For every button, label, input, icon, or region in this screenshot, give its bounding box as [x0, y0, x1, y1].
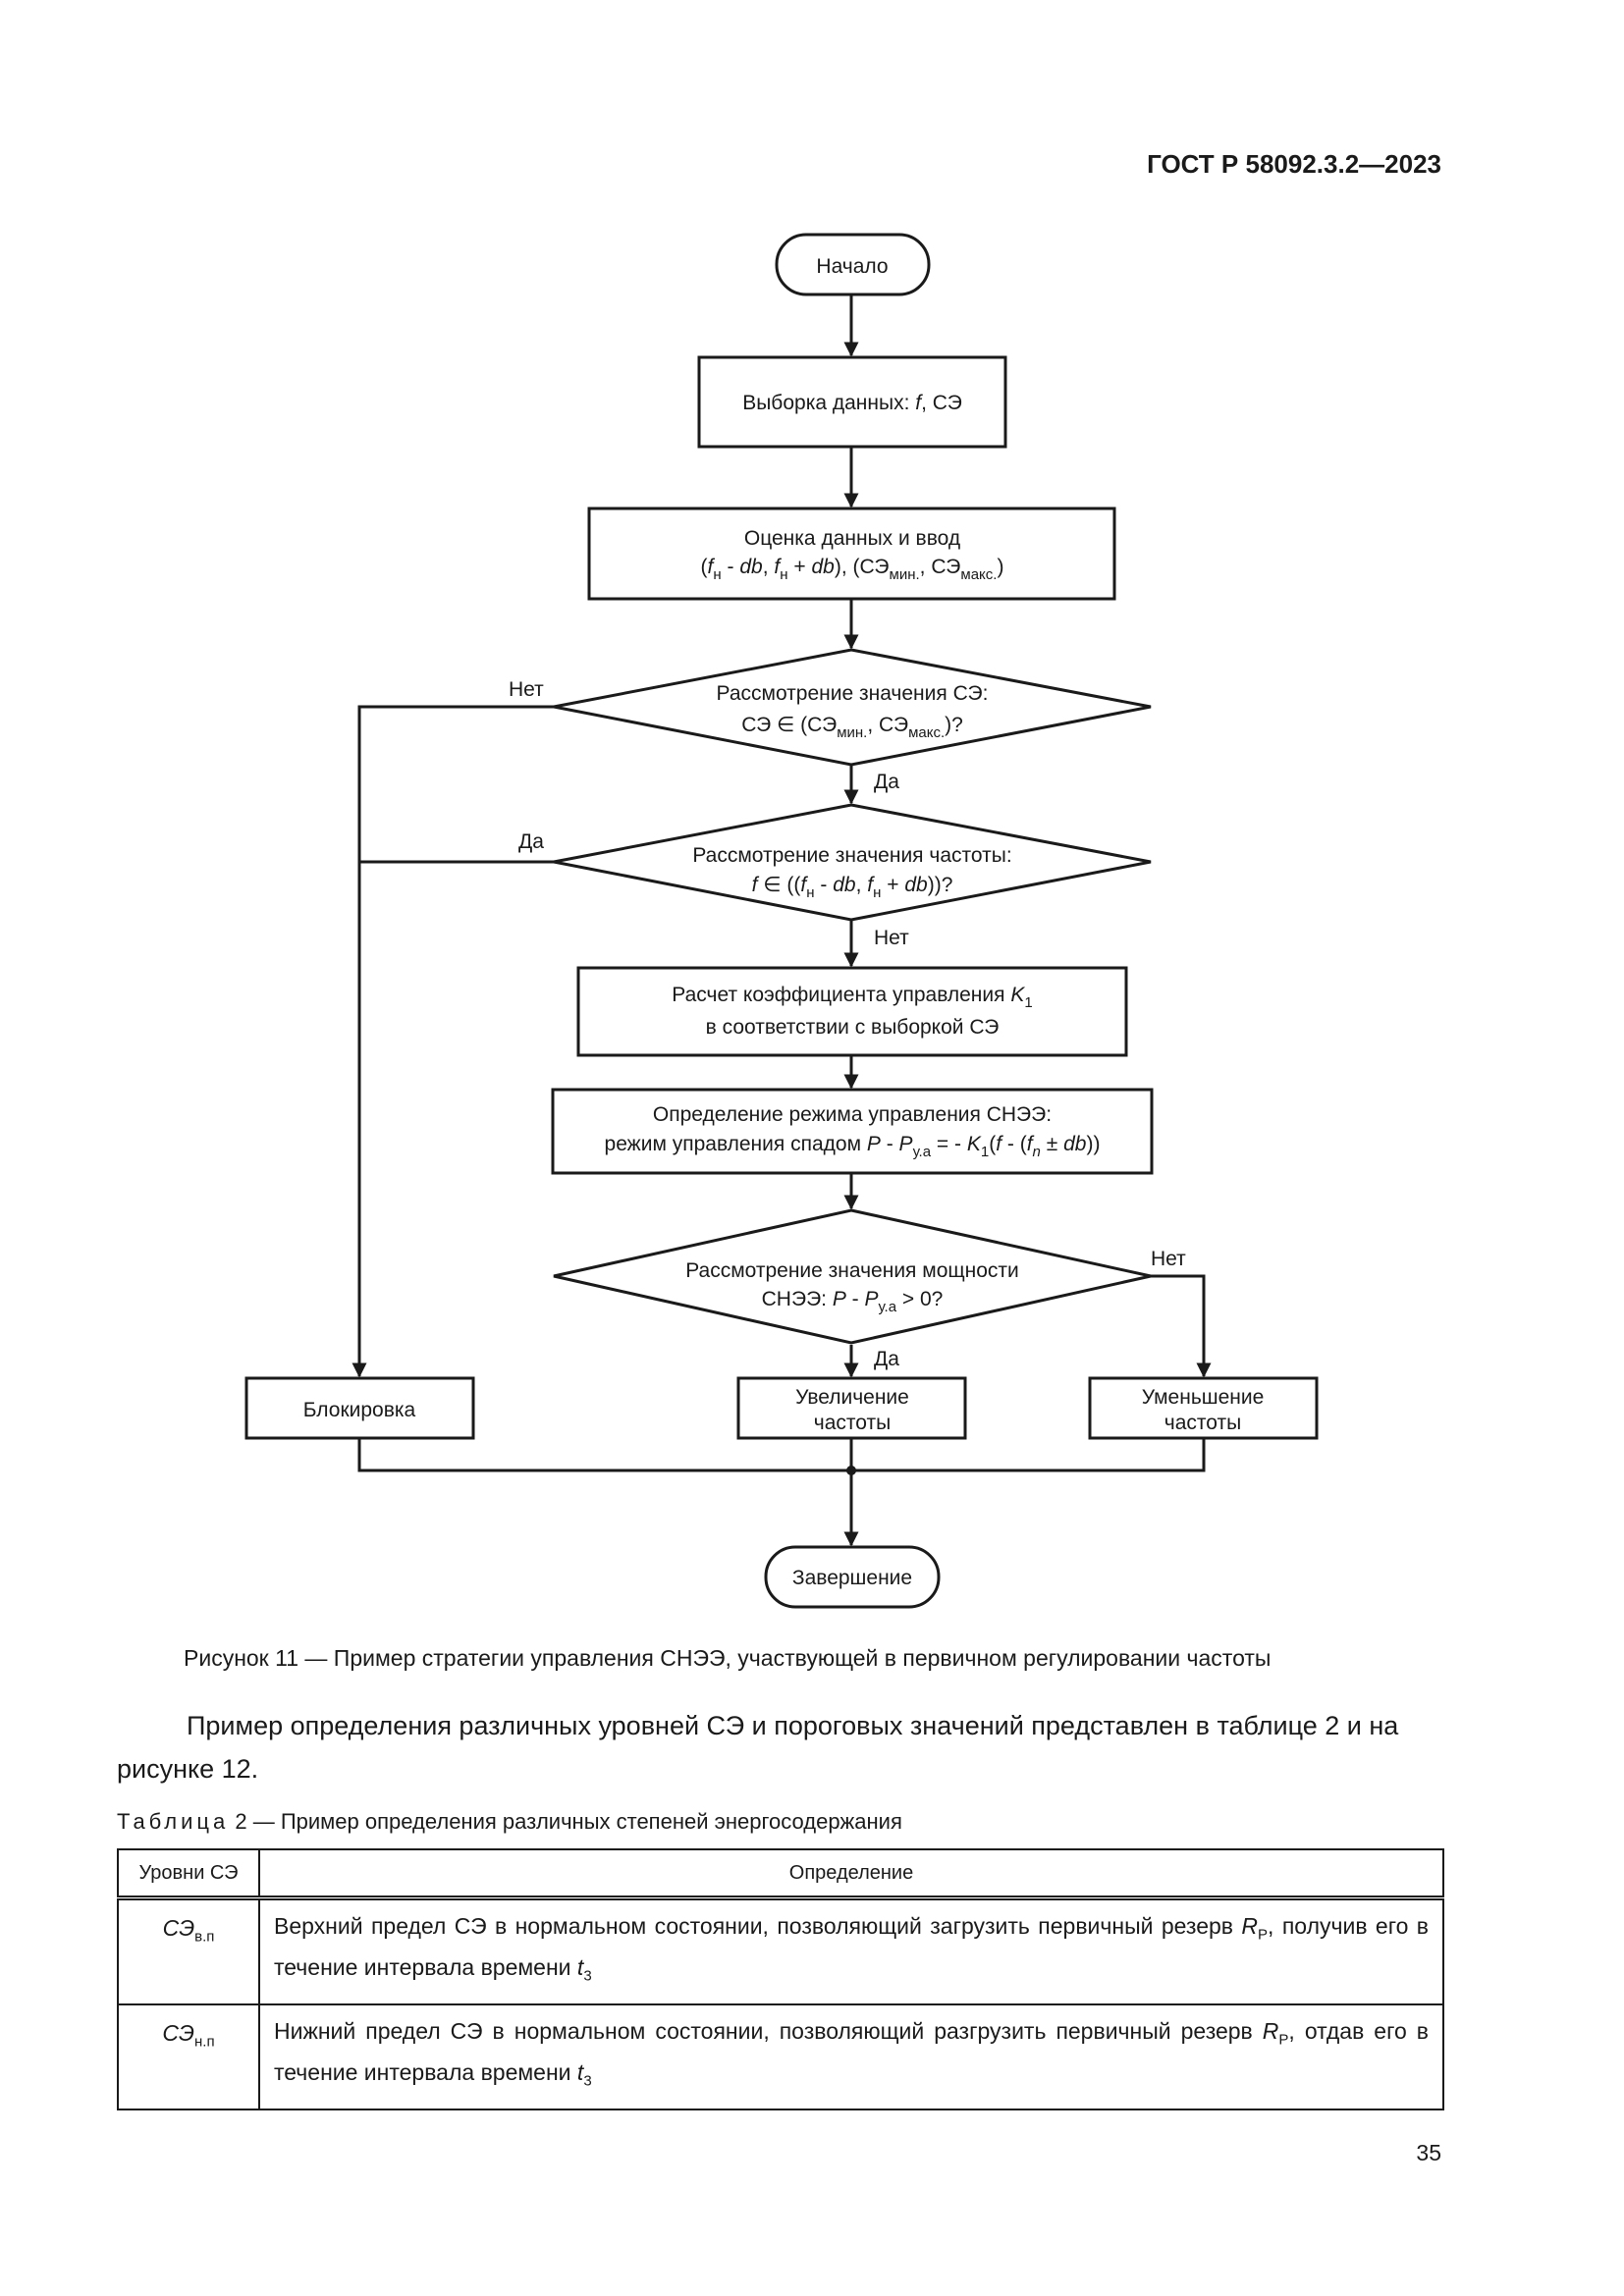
header-levels: Уровни СЭ	[117, 1848, 260, 1899]
increase-line2: частоты	[814, 1412, 891, 1434]
table-title: Таблица 2 — Пример определения различных…	[117, 1809, 902, 1835]
figure-caption: Рисунок 11 — Пример стратегии управления…	[184, 1645, 1272, 1671]
data-sample-box: Выборка данных: f, СЭ	[697, 355, 1007, 449]
control-mode-box: Определение режима управления СНЭЭ: режи…	[551, 1088, 1154, 1175]
block-box: Блокировка	[244, 1376, 475, 1440]
decision-power-no-label: Нет	[1151, 1248, 1186, 1270]
decision-frequency-line2: f ∈ ((fн - db, fн + db))?	[752, 874, 953, 901]
decision-frequency-yes-label: Да	[518, 830, 544, 853]
decision-power-line1: Рассмотрение значения мощности	[685, 1259, 1019, 1282]
decision-se-line1: Рассмотрение значения СЭ:	[717, 682, 989, 705]
decision-se: Рассмотрение значения СЭ: СЭ ∈ (СЭмин., …	[509, 648, 1152, 793]
decision-power-line2: СНЭЭ: P - Pу.а > 0?	[762, 1288, 944, 1315]
decrease-frequency-box: Уменьшение частоты	[1088, 1376, 1319, 1440]
control-mode-line2: режим управления спадом P - Pу.а = - K1(…	[605, 1133, 1101, 1160]
block-label: Блокировка	[303, 1399, 416, 1421]
start-terminal: Начало	[775, 233, 931, 296]
decision-power: Рассмотрение значения мощности СНЭЭ: P -…	[553, 1208, 1186, 1370]
calc-coefficient-box: Расчет коэффициента управления K1 в соот…	[576, 966, 1128, 1057]
header-definition: Определение	[258, 1848, 1444, 1899]
connectors	[352, 294, 1212, 1547]
table-row: СЭв.п Верхний предел СЭ в нормальном сос…	[117, 1896, 1444, 2006]
decision-power-yes-label: Да	[874, 1348, 899, 1370]
definition-cell: Нижний предел СЭ в нормальном состоянии,…	[258, 2003, 1444, 2111]
definitions-table: Уровни СЭ Определение СЭв.п Верхний пред…	[117, 1848, 1444, 2111]
increase-frequency-box: Увеличение частоты	[736, 1376, 967, 1440]
decrease-line1: Уменьшение	[1142, 1386, 1265, 1409]
table-row: СЭн.п Нижний предел СЭ в нормальном сост…	[117, 2003, 1444, 2111]
evaluate-line2: (fн - db, fн + db), (СЭмин., СЭмакс.)	[701, 556, 1004, 583]
end-terminal: Завершение	[764, 1545, 941, 1609]
table-header-row: Уровни СЭ Определение	[117, 1848, 1444, 1899]
level-cell: СЭн.п	[117, 2003, 260, 2111]
start-label: Начало	[816, 255, 888, 278]
level-cell: СЭв.п	[117, 1896, 260, 2006]
table-title-text: 2 — Пример определения различных степене…	[229, 1809, 902, 1834]
flowchart: Начало Выборка данных: f, СЭ Оценка данн…	[244, 233, 1319, 1609]
decision-se-yes-label: Да	[874, 771, 899, 793]
decrease-line2: частоты	[1164, 1412, 1241, 1434]
evaluate-box: Оценка данных и ввод (fн - db, fн + db),…	[587, 507, 1116, 601]
page-number: 35	[1416, 2140, 1441, 2165]
table-label: Таблица	[117, 1809, 230, 1834]
control-mode-line1: Определение режима управления СНЭЭ:	[653, 1103, 1052, 1126]
body-paragraph: Пример определения различных уровней СЭ …	[117, 1711, 1399, 1784]
decision-frequency: Рассмотрение значения частоты: f ∈ ((fн …	[518, 803, 1152, 949]
decision-frequency-line1: Рассмотрение значения частоты:	[692, 844, 1011, 867]
document-header: ГОСТ Р 58092.3.2—2023	[1147, 149, 1441, 179]
calc-coefficient-line1: Расчет коэффициента управления K1	[672, 984, 1032, 1011]
decision-se-line2: СЭ ∈ (СЭмин., СЭмакс.)?	[741, 714, 963, 741]
definition-cell: Верхний предел СЭ в нормальном состоянии…	[258, 1896, 1444, 2006]
decision-frequency-no-label: Нет	[874, 927, 909, 949]
increase-line1: Увеличение	[795, 1386, 909, 1409]
end-label: Завершение	[792, 1567, 912, 1589]
calc-coefficient-line2: в соответствии с выборкой СЭ	[706, 1016, 1000, 1039]
decision-se-no-label: Нет	[509, 678, 544, 701]
evaluate-line1: Оценка данных и ввод	[744, 527, 960, 550]
data-sample-label: Выборка данных: f, СЭ	[742, 392, 962, 414]
